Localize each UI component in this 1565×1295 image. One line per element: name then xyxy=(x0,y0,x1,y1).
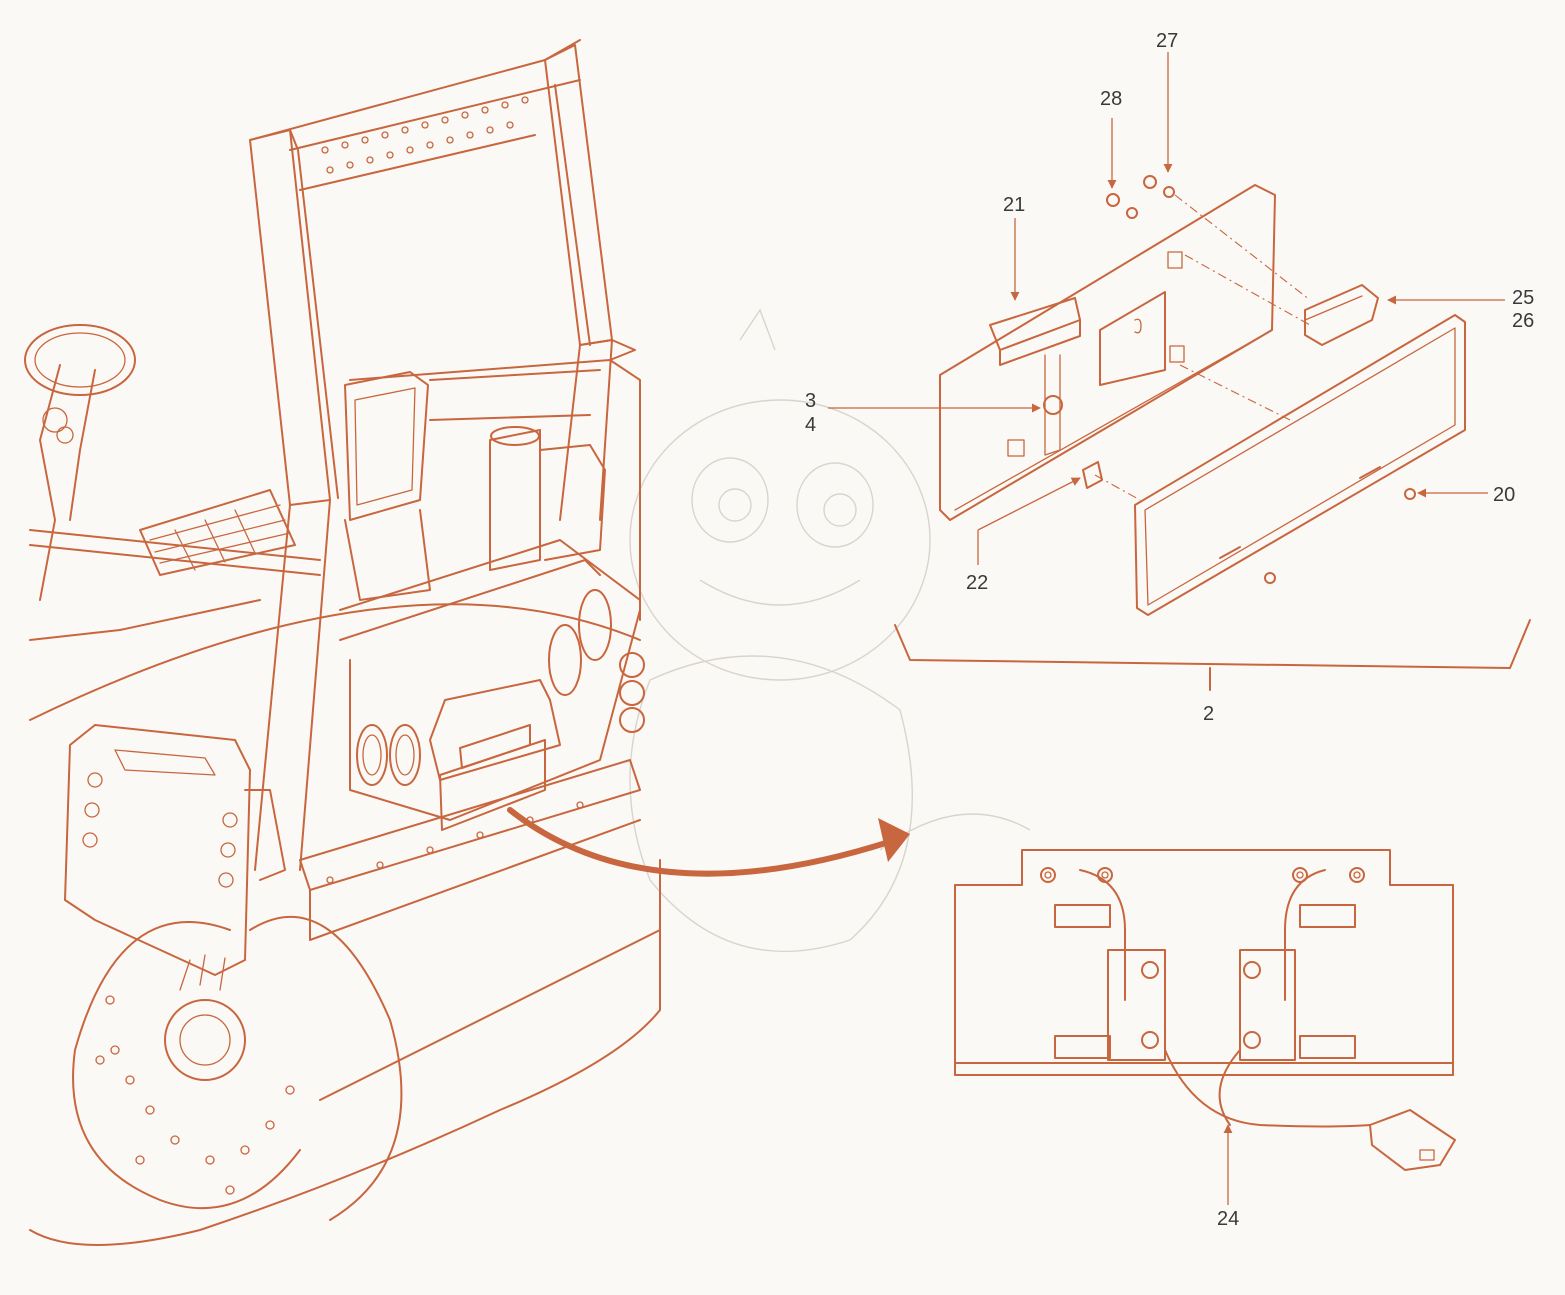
machine-body xyxy=(299,359,645,941)
callout-3: 3 xyxy=(805,390,817,412)
front-frame-and-drum xyxy=(29,603,661,1246)
plate-holder-exploded-view xyxy=(894,175,1531,691)
callout-25: 25 xyxy=(1512,287,1535,309)
watermark-mascot xyxy=(629,308,1031,953)
callout-27: 27 xyxy=(1156,30,1179,52)
callout-24: 24 xyxy=(1217,1208,1240,1230)
callout-21: 21 xyxy=(1003,194,1026,216)
callout-22: 22 xyxy=(966,572,989,594)
callout-2: 2 xyxy=(1203,703,1215,725)
operator-seat xyxy=(139,371,431,601)
wiring-harness xyxy=(1164,1049,1371,1128)
callout-26: 26 xyxy=(1512,310,1535,332)
roller-machine-illustration xyxy=(24,39,661,1246)
detail-pointer-arrowhead xyxy=(878,818,910,862)
mounting-bracket xyxy=(939,184,1276,521)
callout-28: 28 xyxy=(1100,88,1123,110)
callout-4: 4 xyxy=(805,414,817,436)
plate-frame xyxy=(1134,314,1466,616)
callout-leaders xyxy=(828,52,1505,1205)
rops-frame xyxy=(249,39,636,871)
callout-20: 20 xyxy=(1493,484,1516,506)
detail-pointer-arrow xyxy=(507,807,898,877)
plate-holder-rear-detail xyxy=(954,849,1456,1171)
harness-connector xyxy=(1369,1109,1456,1171)
